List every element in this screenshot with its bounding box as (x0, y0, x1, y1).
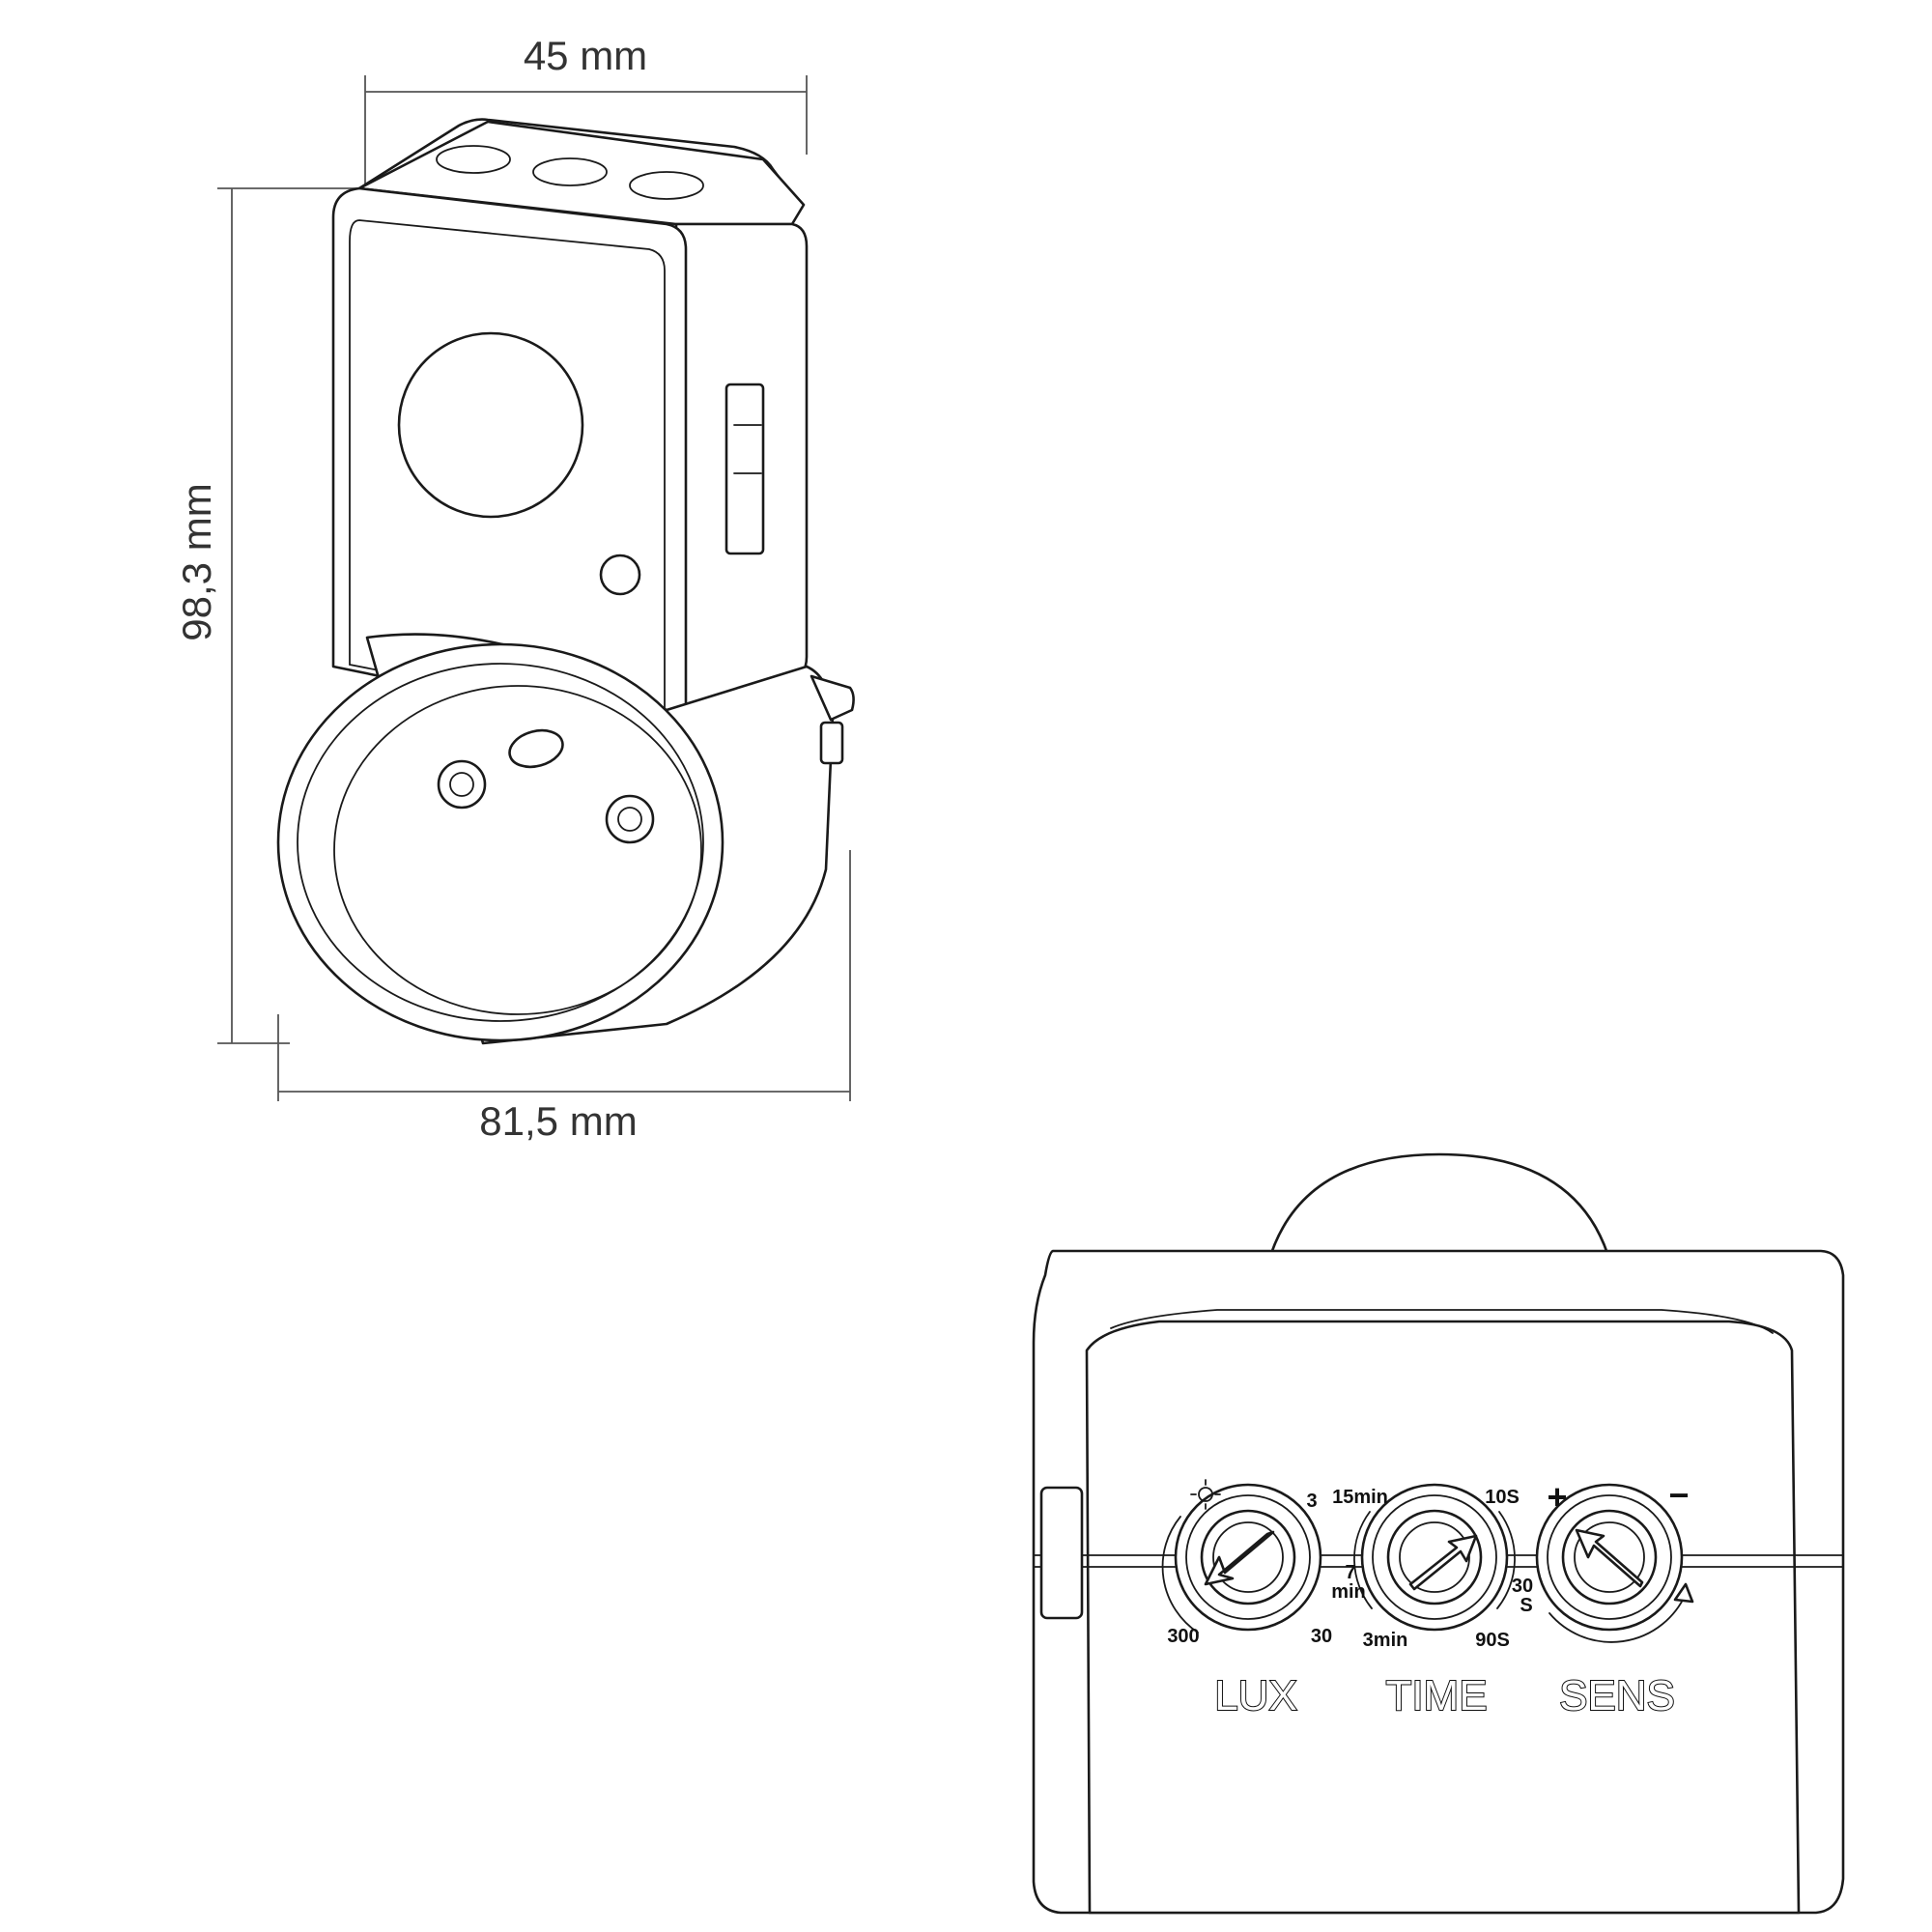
time-scale-min: min (1331, 1581, 1366, 1603)
sens-label: SENS (1559, 1672, 1675, 1719)
time-scale-30: 30 (1512, 1576, 1533, 1597)
lux-label: LUX (1214, 1672, 1297, 1719)
time-scale-3min: 3min (1363, 1630, 1408, 1651)
height-dimension: 98,3 mm (174, 187, 367, 1044)
pir-lens (397, 331, 584, 519)
plug-sensor-body (276, 118, 855, 1045)
sens-plus: + (1547, 1477, 1567, 1517)
depth-label: 81,5 mm (479, 1098, 637, 1144)
lux-scale-3: 3 (1306, 1491, 1317, 1512)
sens-dial[interactable]: + − SENS (1535, 1475, 1694, 1720)
width-dimension: 45 mm (364, 33, 808, 193)
time-scale-10s: 10S (1485, 1487, 1520, 1508)
time-scale-15min: 15min (1332, 1487, 1388, 1508)
depth-dimension: 81,5 mm (277, 850, 851, 1144)
plug-sensor-drawing: 45 mm 98,3 mm 81,5 mm (174, 33, 855, 1144)
time-scale-7: 7 (1345, 1562, 1355, 1583)
time-scale-90s: 90S (1475, 1630, 1510, 1651)
time-dial[interactable]: 15min 10S 7 min 30 S 3min 90S TIME (1331, 1483, 1533, 1720)
width-label: 45 mm (524, 33, 647, 78)
time-label: TIME (1385, 1672, 1487, 1719)
time-scale-s: S (1520, 1595, 1532, 1616)
sens-minus: − (1668, 1475, 1689, 1515)
lux-dial[interactable]: 3 30 300 LUX (1161, 1479, 1333, 1720)
sun-icon (1190, 1479, 1221, 1510)
lux-scale-30: 30 (1311, 1626, 1332, 1647)
lux-scale-300: 300 (1167, 1626, 1199, 1647)
status-led (599, 554, 641, 596)
height-label: 98,3 mm (174, 483, 219, 640)
control-panel-drawing: 3 30 300 LUX 15min 10S 7 min 30 S 3min 9… (1032, 1152, 1845, 1915)
socket-face (276, 642, 724, 1042)
